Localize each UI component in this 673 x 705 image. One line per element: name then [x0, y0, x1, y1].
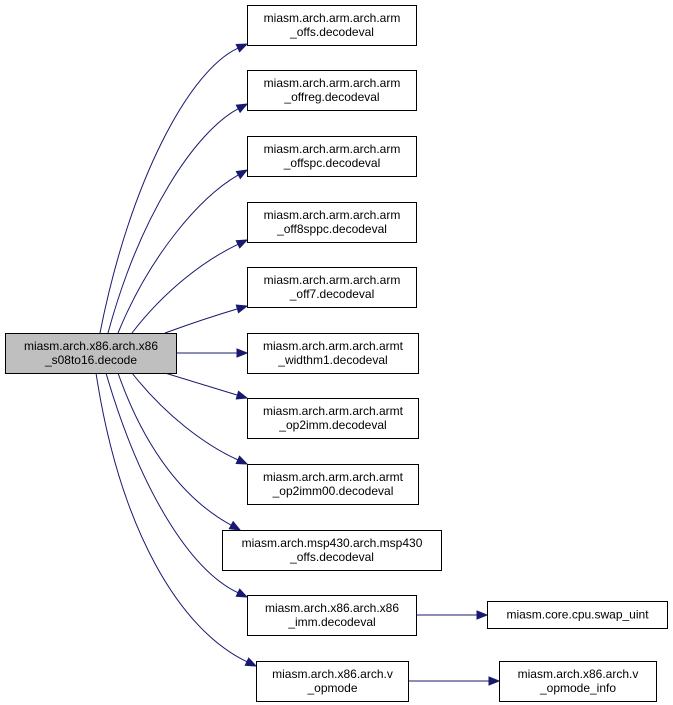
node-label-line: miasm.arch.arm.arch.armt [263, 470, 404, 484]
node-arm-off7[interactable]: miasm.arch.arm.arch.arm_off7.decodeval [247, 267, 417, 308]
edge-arrowhead [244, 657, 258, 667]
edge-line [131, 243, 239, 334]
edge-arrowhead [235, 390, 249, 400]
node-box [247, 595, 417, 636]
edge-arrowhead [228, 520, 242, 531]
edge-arrowhead [235, 103, 249, 114]
node-box [247, 398, 419, 439]
node-armt-widthm1[interactable]: miasm.arch.arm.arch.armt_widthm1.decodev… [247, 333, 419, 374]
node-label-line: _op2imm.decodeval [278, 418, 386, 432]
node-label-line: miasm.arch.x86.arch.v [518, 667, 639, 681]
edge-arrowhead [488, 676, 501, 686]
node-label-line: _off7.decodeval [289, 287, 375, 301]
node-root[interactable]: miasm.arch.x86.arch.x86_s08to16.decode [5, 333, 177, 374]
edge-root-to-x86-imm [105, 372, 249, 598]
edge-line [117, 372, 232, 526]
node-box [499, 661, 657, 702]
node-label-line: miasm.arch.arm.arch.arm [264, 273, 401, 287]
node-label-line: _imm.decodeval [287, 615, 375, 629]
node-label-line: miasm.arch.arm.arch.armt [263, 404, 404, 418]
node-arm-off8sppc[interactable]: miasm.arch.arm.arch.arm_off8sppc.decodev… [247, 202, 417, 243]
node-box [247, 202, 417, 243]
node-box [256, 661, 409, 702]
node-box [247, 5, 417, 46]
node-box [247, 136, 417, 177]
node-box [222, 530, 442, 571]
edge-line [99, 47, 239, 334]
node-label-line: _opmode_info [539, 681, 616, 695]
edge-line [164, 372, 238, 396]
edge-line [164, 308, 238, 334]
node-armt-op2imm00[interactable]: miasm.arch.arm.arch.armt_op2imm00.decode… [247, 464, 419, 505]
edge-line [107, 108, 239, 334]
node-v-opmode[interactable]: miasm.arch.x86.arch.v_opmode [256, 661, 409, 702]
node-label-line: miasm.arch.x86.arch.x86 [265, 601, 399, 615]
node-label-line: _offreg.decodeval [283, 90, 379, 104]
edge-line [117, 174, 239, 334]
edge-arrowhead [235, 239, 249, 249]
node-label-line: _op2imm00.decodeval [272, 484, 394, 498]
edge-arrowhead [235, 588, 249, 598]
edge-root-to-arm-offspc [117, 169, 249, 334]
node-msp430-offs[interactable]: miasm.arch.msp430.arch.msp430_offs.decod… [222, 530, 442, 571]
node-label-line: _offs.decodeval [289, 25, 374, 39]
edges-layer [95, 43, 501, 686]
edge-root-to-msp430-offs [117, 372, 242, 531]
edge-root-to-arm-offs [99, 43, 249, 334]
edge-root-to-arm-off7 [164, 304, 249, 334]
node-label-line: _offspc.decodeval [283, 156, 381, 170]
node-box [247, 464, 419, 505]
nodes-layer: miasm.arch.x86.arch.x86_s08to16.decodemi… [5, 5, 668, 702]
node-v-opmode-info[interactable]: miasm.arch.x86.arch.v_opmode_info [499, 661, 657, 702]
edge-root-to-arm-off8sppc [131, 239, 249, 334]
node-label-line: miasm.arch.arm.arch.arm [264, 76, 401, 90]
node-swap-uint[interactable]: miasm.core.cpu.swap_uint [487, 601, 668, 629]
edge-x86-imm-to-swap-uint [415, 610, 489, 620]
node-label-line: miasm.arch.arm.arch.arm [264, 11, 401, 25]
node-label-line: miasm.arch.x86.arch.v [272, 667, 393, 681]
edge-arrowhead [235, 169, 249, 180]
edge-line [105, 372, 239, 594]
node-arm-offs[interactable]: miasm.arch.arm.arch.arm_offs.decodeval [247, 5, 417, 46]
node-box [5, 333, 177, 374]
edge-line [95, 372, 248, 663]
node-label-line: _s08to16.decode [44, 353, 137, 367]
node-box [487, 601, 668, 629]
node-label-line: _widthm1.decodeval [277, 353, 387, 367]
edge-root-to-arm-offreg [107, 103, 249, 334]
edge-line [131, 372, 239, 461]
node-x86-imm[interactable]: miasm.arch.x86.arch.x86_imm.decodeval [247, 595, 417, 636]
edge-root-to-v-opmode [95, 372, 258, 667]
node-label-line: miasm.core.cpu.swap_uint [506, 608, 649, 622]
edge-root-to-armt-widthm1 [176, 348, 249, 358]
node-arm-offspc[interactable]: miasm.arch.arm.arch.arm_offspc.decodeval [247, 136, 417, 177]
node-box [247, 333, 419, 374]
node-box [247, 70, 417, 111]
node-label-line: miasm.arch.arm.arch.arm [264, 208, 401, 222]
edge-arrowhead [235, 455, 249, 465]
edge-root-to-armt-op2imm [164, 372, 249, 400]
node-label-line: _opmode [306, 681, 357, 695]
node-label-line: miasm.arch.arm.arch.armt [263, 339, 404, 353]
edge-v-opmode-to-v-opmode-info [407, 676, 501, 686]
node-arm-offreg[interactable]: miasm.arch.arm.arch.arm_offreg.decodeval [247, 70, 417, 111]
node-label-line: miasm.arch.x86.arch.x86 [24, 339, 158, 353]
node-label-line: miasm.arch.msp430.arch.msp430 [242, 536, 423, 550]
node-label-line: miasm.arch.arm.arch.arm [264, 142, 401, 156]
node-armt-op2imm[interactable]: miasm.arch.arm.arch.armt_op2imm.decodeva… [247, 398, 419, 439]
node-box [247, 267, 417, 308]
edge-arrowhead [476, 610, 489, 620]
edge-arrowhead [236, 348, 249, 358]
node-label-line: _off8sppc.decodeval [276, 222, 387, 236]
edge-root-to-armt-op2imm00 [131, 372, 249, 465]
node-label-line: _offs.decodeval [289, 550, 374, 564]
edge-arrowhead [235, 43, 249, 53]
edge-arrowhead [235, 304, 249, 314]
